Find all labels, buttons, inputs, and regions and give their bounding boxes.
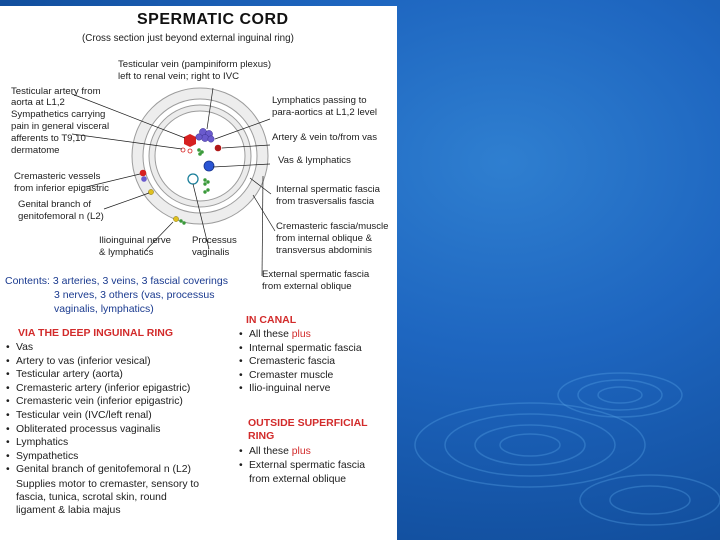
- processus-vaginalis-icon: [188, 174, 198, 184]
- list-item: Vas: [6, 341, 191, 355]
- diagram-panel: SPERMATIC CORD (Cross section just beyon…: [0, 6, 397, 540]
- list-item: Cremasteric artery (inferior epigastric): [6, 382, 191, 396]
- list-item: All these plus: [239, 328, 362, 342]
- label-cremasteric-vessels: Cremasteric vessels: [14, 171, 100, 182]
- label-vas-lymphatics: Vas & lymphatics: [278, 155, 351, 166]
- outside-ring-item-continuation: from external oblique: [249, 473, 346, 486]
- ilioinguinal-nerve-icon: [173, 216, 178, 221]
- vas-deferens-icon: [204, 161, 214, 171]
- list-item: Sympathetics: [6, 450, 191, 464]
- list-item: Testicular artery (aorta): [6, 368, 191, 382]
- list-item: Cremaster muscle: [239, 369, 362, 383]
- artery-to-vas-icon: [215, 145, 222, 152]
- list-item: Genital branch of genitofemoral n (L2): [6, 463, 191, 477]
- list-item: Artery to vas (inferior vesical): [6, 355, 191, 369]
- outside-ring-heading-line1: OUTSIDE SUPERFICIAL: [248, 418, 368, 429]
- list-item: All these plus: [239, 445, 365, 459]
- label-sympathetics-line4: dermatome: [11, 145, 60, 156]
- label-vaginalis: vaginalis: [192, 247, 229, 258]
- label-genital-branch: Genital branch of: [18, 199, 91, 210]
- label-cremasteric-fascia: Cremasteric fascia/muscle: [276, 221, 389, 232]
- deep-ring-heading: VIA THE DEEP INGUINAL RING: [18, 328, 173, 339]
- label-sympathetics-line2: pain in general visceral: [11, 121, 109, 132]
- label-sympathetics: Sympathetics carrying: [11, 109, 105, 120]
- label-cremasteric-fascia-origin-line2: transversus abdominis: [276, 245, 372, 256]
- label-testicular-artery: Testicular artery from: [11, 86, 101, 97]
- cord-interior: [155, 111, 245, 201]
- list-item: Ilio-inguinal nerve: [239, 382, 362, 396]
- label-ilioinguinal-lymphatics: & lymphatics: [99, 247, 153, 258]
- outside-ring-list: All these plus External spermatic fascia: [239, 445, 365, 472]
- contents-line-2: 3 nerves, 3 others (vas, processus: [54, 289, 215, 302]
- deep-ring-list: Vas Artery to vas (inferior vesical) Tes…: [6, 341, 191, 477]
- list-item: Lymphatics: [6, 436, 191, 450]
- label-testicular-vein-drainage: left to renal vein; right to IVC: [118, 71, 239, 82]
- in-canal-heading: IN CANAL: [246, 315, 296, 326]
- label-lymphatics: Lymphatics passing to: [272, 95, 367, 106]
- list-item: Testicular vein (IVC/left renal): [6, 409, 191, 423]
- label-processus: Processus: [192, 235, 237, 246]
- label-external-spermatic-fascia-origin: from external oblique: [262, 281, 352, 292]
- label-testicular-vein: Testicular vein (pampiniform plexus): [118, 59, 271, 70]
- list-item: Obliterated processus vaginalis: [6, 423, 191, 437]
- contents-line-1: Contents: 3 arteries, 3 veins, 3 fascial…: [5, 275, 228, 288]
- contents-line-3: vaginalis, lymphatics): [54, 303, 154, 316]
- genital-branch-description-3: ligament & labia majus: [16, 504, 121, 517]
- genital-branch-description-2: fascia, tunica, scrotal skin, round: [16, 491, 167, 504]
- in-canal-list: All these plus Internal spermatic fascia…: [239, 328, 362, 396]
- label-ilioinguinal-nerve: Ilioinguinal nerve: [99, 235, 171, 246]
- label-testicular-artery-origin: aorta at L1,2: [11, 97, 65, 108]
- label-internal-spermatic-fascia: Internal spermatic fascia: [276, 184, 380, 195]
- list-item: Internal spermatic fascia: [239, 342, 362, 356]
- label-sympathetics-line3: afferents to T9,10: [11, 133, 86, 144]
- label-cremasteric-fascia-origin: from internal oblique &: [276, 233, 372, 244]
- genital-branch-nerve-icon: [148, 189, 153, 194]
- cremasteric-artery-icon: [140, 170, 147, 177]
- label-internal-spermatic-fascia-origin: from trasversalis fascia: [276, 196, 374, 207]
- genital-branch-description-1: Supplies motor to cremaster, sensory to: [16, 478, 199, 491]
- list-item: Cremasteric vein (inferior epigastric): [6, 395, 191, 409]
- label-genital-branch-line2: genitofemoral n (L2): [18, 211, 104, 222]
- outside-ring-heading-line2: RING: [248, 431, 274, 442]
- list-item: External spermatic fascia: [239, 459, 365, 473]
- label-cremasteric-vessels-origin: from inferior epigastric: [14, 183, 109, 194]
- label-lymphatics-line2: para-aortics at L1,2 level: [272, 107, 377, 118]
- list-item: Cremasteric fascia: [239, 355, 362, 369]
- label-artery-vein-vas: Artery & vein to/from vas: [272, 132, 377, 143]
- cremasteric-vein-icon: [141, 176, 147, 182]
- label-external-spermatic-fascia: External spermatic fascia: [262, 269, 369, 280]
